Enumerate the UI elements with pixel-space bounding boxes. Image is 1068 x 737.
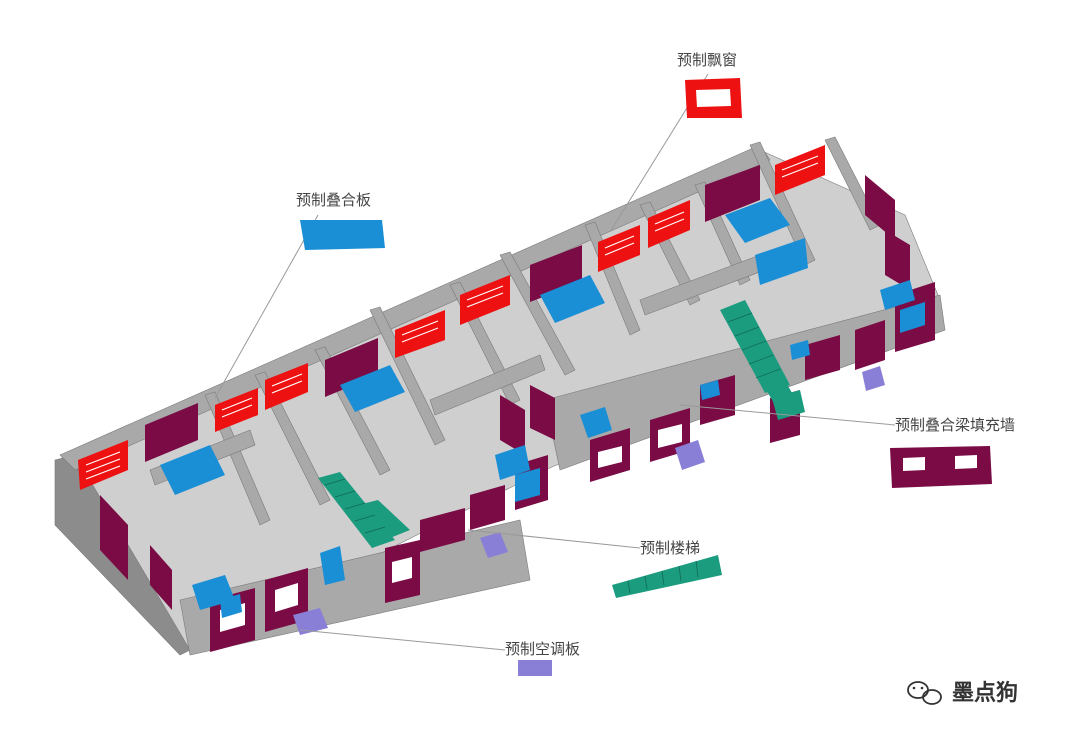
wechat-icon (907, 681, 942, 705)
ac-panel-sample (518, 660, 552, 676)
building-model (54, 136, 946, 656)
label-stair: 预制楼梯 (640, 539, 700, 557)
ac-panels-in-building (293, 366, 885, 635)
composite-slabs (160, 198, 925, 618)
front-wall-right (544, 294, 946, 471)
watermark: 墨点狗 (907, 680, 1018, 706)
infill-wall-sample (890, 446, 992, 488)
bay-windows (78, 145, 825, 490)
stairs-in-building (318, 300, 805, 548)
label-composite-slab: 预制叠合板 (296, 191, 371, 209)
watermark-text: 墨点狗 (952, 680, 1018, 706)
label-infill-wall: 预制叠合梁填充墙 (895, 416, 1015, 434)
bay-window-sample (685, 78, 742, 118)
label-bay-window: 预制飘窗 (677, 51, 737, 69)
composite-slab-sample (300, 220, 385, 250)
stair-sample (612, 555, 722, 598)
label-ac-panel: 预制空调板 (505, 640, 580, 658)
